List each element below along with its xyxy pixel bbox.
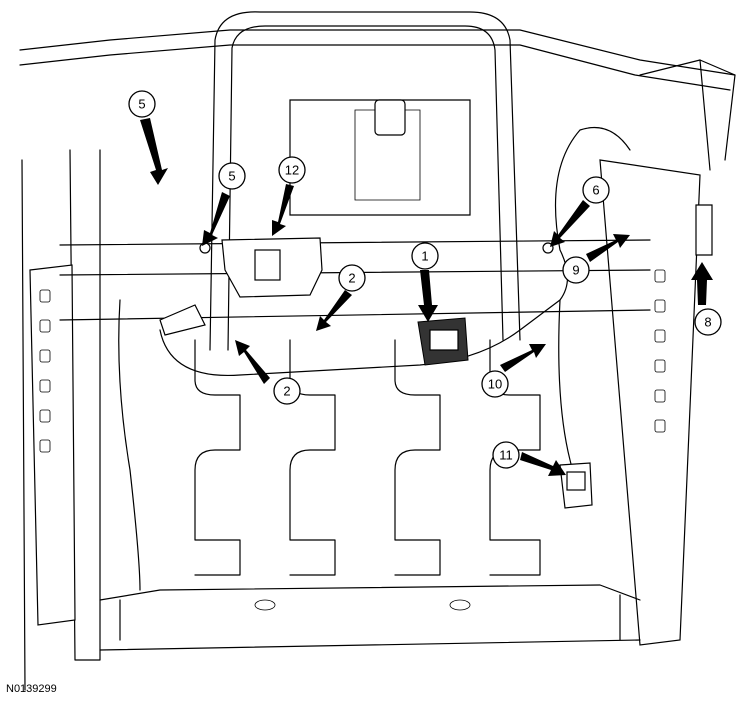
arrow-9: [586, 234, 630, 262]
callout-11: 11: [492, 441, 520, 469]
svg-text:2: 2: [283, 384, 290, 399]
arrow-5a: [140, 118, 168, 185]
arrows: [140, 118, 713, 476]
arrow-12: [272, 184, 294, 236]
svg-text:11: 11: [499, 448, 513, 463]
callout-12: 12: [278, 156, 306, 184]
seat-frame: [19, 11, 736, 691]
callout-10: 10: [481, 370, 509, 398]
arrow-6: [550, 200, 590, 247]
svg-text:2: 2: [348, 271, 355, 286]
svg-text:1: 1: [421, 249, 428, 264]
callout-2b: 2: [273, 377, 301, 405]
figure-id: N0139299: [6, 683, 57, 695]
arrow-2a: [316, 290, 352, 331]
arrow-11: [520, 452, 566, 476]
callout-1: 1: [411, 242, 439, 270]
callout-5b: 5: [218, 162, 246, 190]
callout-9: 9: [562, 256, 590, 284]
svg-text:5: 5: [138, 97, 145, 112]
arrow-1: [418, 270, 438, 322]
callout-6: 6: [582, 176, 610, 204]
callout-2a: 2: [338, 264, 366, 292]
arrow-2b: [235, 340, 270, 384]
svg-text:5: 5: [228, 169, 235, 184]
svg-text:12: 12: [285, 163, 299, 178]
callout-5a: 5: [128, 90, 156, 118]
arrow-5b: [202, 192, 230, 246]
arrow-8: [691, 262, 713, 305]
svg-text:9: 9: [572, 263, 579, 278]
arrow-10: [500, 344, 546, 372]
svg-text:8: 8: [704, 315, 711, 330]
callout-8: 8: [694, 308, 722, 336]
svg-text:10: 10: [488, 377, 502, 392]
svg-text:6: 6: [592, 183, 599, 198]
